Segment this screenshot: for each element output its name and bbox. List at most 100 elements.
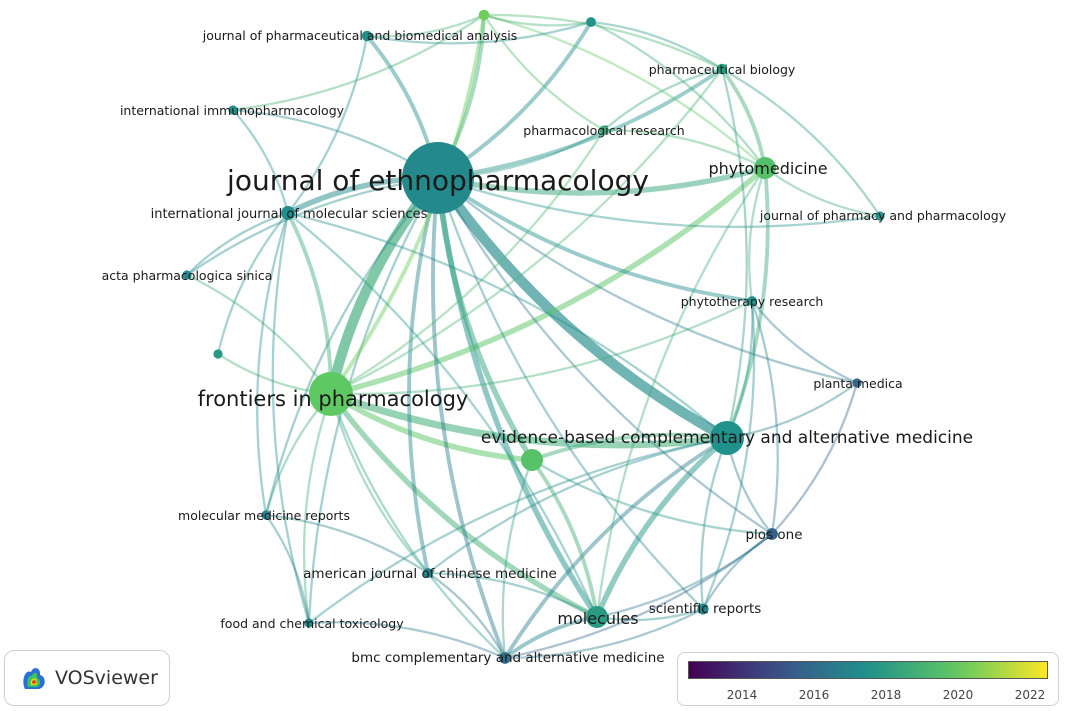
link-ecam-fct xyxy=(307,436,729,625)
node-u3[interactable] xyxy=(213,349,223,359)
link-fip-mol xyxy=(328,391,600,620)
link-ijms-jpba xyxy=(286,34,369,215)
link-fct-mmr xyxy=(264,513,311,625)
node-mol[interactable] xyxy=(586,606,608,628)
node-label-ii[interactable]: international immunopharmacology xyxy=(120,103,345,118)
legend-tick-2014: 2014 xyxy=(726,688,758,702)
node-label-pm[interactable]: planta medica xyxy=(813,376,902,391)
link-jpba-u2 xyxy=(365,20,593,45)
node-ptr[interactable] xyxy=(747,296,757,306)
link-jep-mmr xyxy=(264,176,440,517)
network-nodes xyxy=(182,9,885,664)
node-plos[interactable] xyxy=(766,528,778,540)
link-phyto-u1 xyxy=(482,13,767,170)
link-phyto-ptr xyxy=(748,166,767,303)
link-u1-pr xyxy=(482,13,606,132)
node-label-mol[interactable]: molecules xyxy=(557,609,638,628)
node-label-bmc[interactable]: bmc complementary and alternative medici… xyxy=(351,650,664,666)
node-label-jpba[interactable]: journal of pharmaceutical and biomedical… xyxy=(202,28,518,43)
link-jep-jpp xyxy=(436,176,882,229)
node-sr[interactable] xyxy=(697,603,709,615)
node-label-jpp[interactable]: journal of pharmacy and pharmacology xyxy=(759,208,1007,223)
link-ecam-ijms xyxy=(286,211,729,440)
node-pb[interactable] xyxy=(716,63,728,75)
node-jpp[interactable] xyxy=(875,211,885,221)
link-ijms-mmr xyxy=(256,211,290,517)
node-pm[interactable] xyxy=(852,378,862,388)
link-plos-pm xyxy=(770,381,859,536)
link-phyto-pr xyxy=(602,128,767,170)
node-label-jep[interactable]: journal of ethnopharmacology xyxy=(226,164,649,197)
link-jep-pb xyxy=(436,67,724,180)
node-label-fip[interactable]: frontiers in pharmacology xyxy=(198,387,469,411)
link-fip-phyto xyxy=(328,165,768,397)
node-jep[interactable] xyxy=(402,142,474,214)
node-fip[interactable] xyxy=(309,372,353,416)
node-label-pb[interactable]: pharmaceutical biology xyxy=(649,62,796,77)
link-sr-ptr xyxy=(701,299,756,611)
link-jep-phyto xyxy=(435,165,768,196)
link-jep-plos xyxy=(436,176,774,536)
node-aps[interactable] xyxy=(182,270,192,280)
node-pr[interactable] xyxy=(599,125,609,135)
node-mmr[interactable] xyxy=(261,510,271,520)
link-ii-u1 xyxy=(231,13,486,112)
node-label-aps[interactable]: acta pharmacologica sinica xyxy=(102,268,273,283)
node-label-fct[interactable]: food and chemical toxicology xyxy=(220,616,404,631)
link-ptr-pm xyxy=(750,299,859,385)
link-ecam-phyto xyxy=(725,166,770,440)
vosviewer-logo-icon xyxy=(23,668,45,689)
link-ecam-pb xyxy=(720,67,748,440)
link-ecam-u4 xyxy=(530,432,729,462)
link-ecam-bmc xyxy=(503,436,729,660)
link-jep-ptr xyxy=(436,176,754,303)
link-bmc-sr xyxy=(503,607,705,660)
node-label-ptr[interactable]: phytotherapy research xyxy=(681,294,824,309)
node-ii[interactable] xyxy=(228,105,238,115)
node-ijms[interactable] xyxy=(281,206,295,220)
link-plos-ptr xyxy=(750,299,779,536)
link-fip-ptr xyxy=(329,299,754,396)
link-jep-ajcm xyxy=(407,176,440,575)
link-jep-ecam xyxy=(432,172,733,444)
vosviewer-logo-badge: VOSviewer xyxy=(4,650,170,706)
link-phyto-mol xyxy=(595,166,767,619)
link-jep-pm xyxy=(436,176,859,385)
node-label-ijms[interactable]: international journal of molecular scien… xyxy=(151,207,428,222)
link-fip-pb xyxy=(329,67,724,396)
node-label-mmr[interactable]: molecular medicine reports xyxy=(178,508,350,523)
link-pb-u2 xyxy=(589,20,724,71)
link-phyto-pb xyxy=(720,67,767,170)
legend-tick-2018: 2018 xyxy=(870,688,902,702)
link-jep-u4 xyxy=(435,175,535,463)
node-label-plos[interactable]: plos one xyxy=(745,527,802,543)
color-scale-gradient-bar xyxy=(688,661,1048,679)
node-label-sr[interactable]: scientific reports xyxy=(649,601,762,617)
link-jpba-u1 xyxy=(365,13,486,38)
link-bmc-ajcm xyxy=(426,571,507,660)
node-u2[interactable] xyxy=(586,17,596,27)
node-u1[interactable] xyxy=(478,9,490,21)
link-fip-fct xyxy=(302,392,333,625)
link-u4-plos xyxy=(530,458,774,536)
node-bmc[interactable] xyxy=(499,652,511,664)
node-label-phyto[interactable]: phytomedicine xyxy=(708,159,827,178)
link-jep-bmc xyxy=(431,176,507,660)
link-u1-u2 xyxy=(482,13,593,27)
link-ecam-sr xyxy=(700,436,729,611)
link-mol-u4 xyxy=(530,458,599,619)
node-label-pr[interactable]: pharmacological research xyxy=(523,123,684,138)
node-ecam[interactable] xyxy=(710,421,744,455)
node-phyto[interactable] xyxy=(754,157,776,179)
node-jpba[interactable] xyxy=(361,30,373,42)
node-ajcm[interactable] xyxy=(423,568,433,578)
node-fct[interactable] xyxy=(304,618,314,628)
node-label-ajcm[interactable]: american journal of chinese medicine xyxy=(303,566,557,582)
node-label-ecam[interactable]: evidence-based complementary and alterna… xyxy=(481,428,973,448)
link-mol-sr xyxy=(595,607,705,622)
legend-tick-2016: 2016 xyxy=(798,688,830,702)
link-fip-ijms xyxy=(286,211,333,396)
node-u4[interactable] xyxy=(521,449,543,471)
link-fip-u4 xyxy=(328,391,535,463)
